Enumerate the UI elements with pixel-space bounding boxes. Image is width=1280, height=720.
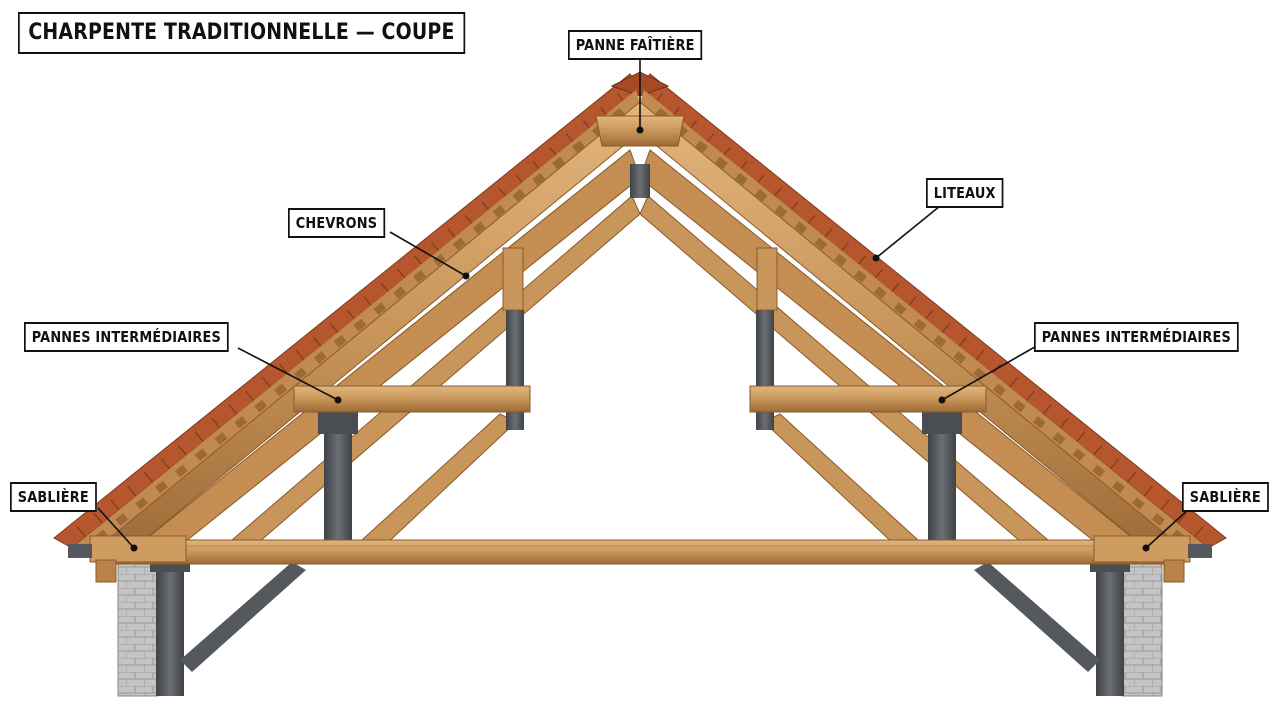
batten-section	[155, 480, 168, 494]
batten-section	[214, 432, 228, 445]
batten-section	[333, 334, 347, 348]
batten-section	[294, 367, 307, 380]
batten-section	[1012, 399, 1026, 413]
roof-tile-edge	[1158, 499, 1170, 512]
batten-section	[532, 172, 546, 186]
batten-section	[1132, 497, 1145, 510]
batten-section	[552, 156, 565, 170]
wall-plate-left	[89, 535, 187, 563]
roof-tile-edge	[1125, 471, 1137, 485]
purlin-beam-left	[293, 385, 531, 413]
tie-beam	[95, 539, 1185, 565]
principal-rafter-right	[639, 149, 1162, 563]
steel-brace-left	[180, 562, 306, 672]
batten-section	[254, 399, 268, 413]
batten-section	[1112, 480, 1125, 494]
label-liteaux: LITEAUX	[926, 178, 1004, 208]
batten-section	[413, 270, 426, 283]
batten-layer-right	[640, 90, 1208, 556]
batten-section	[572, 140, 585, 153]
roof-tile-edge	[1192, 526, 1204, 539]
masonry-wall-right	[1121, 561, 1163, 697]
strut-left-lower	[361, 413, 517, 549]
batten-section	[993, 383, 1006, 397]
batten-section	[135, 497, 148, 510]
batten-section	[953, 351, 967, 364]
batten-section	[313, 351, 327, 364]
roof-tile-edge	[127, 485, 138, 499]
batten-section	[834, 253, 847, 267]
batten-section	[353, 318, 367, 332]
steel-king-bracket	[630, 164, 650, 198]
strut-right-lower	[763, 413, 919, 549]
steel-post-right	[1096, 562, 1124, 696]
batten-section	[174, 464, 188, 478]
leader-lines	[97, 58, 1191, 552]
batten-section	[913, 318, 927, 332]
batten-section	[715, 156, 728, 170]
batten-section	[774, 205, 788, 218]
batten-section	[452, 237, 466, 251]
roof-tile-edge	[1142, 485, 1153, 499]
wall-plate-right	[1093, 535, 1191, 563]
batten-section	[873, 286, 887, 299]
batten-section	[194, 448, 208, 461]
label-chevrons: CHEVRONS	[288, 208, 385, 238]
roof-tile-edge	[93, 512, 105, 526]
batten-section	[854, 270, 867, 283]
label-sabliere-left: SABLIÈRE	[10, 482, 97, 512]
batten-section	[274, 383, 287, 397]
roof-tile-edge	[76, 526, 88, 539]
diagram-title: CHARPENTE TRADITIONNELLE — COUPE	[18, 12, 465, 54]
label-panne-faitiere: PANNE FAÎTIÈRE	[568, 30, 703, 60]
masonry-wall-left	[117, 561, 159, 697]
batten-section	[754, 189, 768, 202]
batten-section	[1092, 464, 1106, 478]
batten-section	[1032, 416, 1046, 429]
batten-section	[814, 237, 828, 251]
roof-tile-edge	[1175, 512, 1187, 526]
purlin-beam-right	[749, 385, 987, 413]
batten-section	[373, 302, 387, 316]
batten-section	[512, 189, 526, 202]
steel-brace-right	[974, 562, 1100, 672]
batten-section	[893, 302, 907, 316]
roof-tile-edge	[110, 499, 122, 512]
label-pannes-intermediaires-left: PANNES INTERMÉDIAIRES	[24, 322, 229, 352]
batten-layer-left	[72, 90, 640, 556]
batten-section	[933, 334, 947, 348]
batten-section	[472, 221, 486, 234]
batten-section	[234, 416, 248, 429]
batten-section	[1052, 432, 1066, 445]
roof-tile-edge	[143, 471, 155, 485]
batten-section	[734, 172, 748, 186]
batten-section	[492, 205, 506, 218]
batten-section	[695, 140, 708, 153]
batten-section	[1151, 513, 1165, 526]
batten-section	[115, 513, 129, 526]
steel-post-left	[156, 562, 184, 696]
label-sabliere-right: SABLIÈRE	[1182, 482, 1269, 512]
batten-section	[393, 286, 407, 299]
batten-section	[794, 221, 808, 234]
label-pannes-intermediaires-right: PANNES INTERMÉDIAIRES	[1034, 322, 1239, 352]
batten-section	[1072, 448, 1086, 461]
